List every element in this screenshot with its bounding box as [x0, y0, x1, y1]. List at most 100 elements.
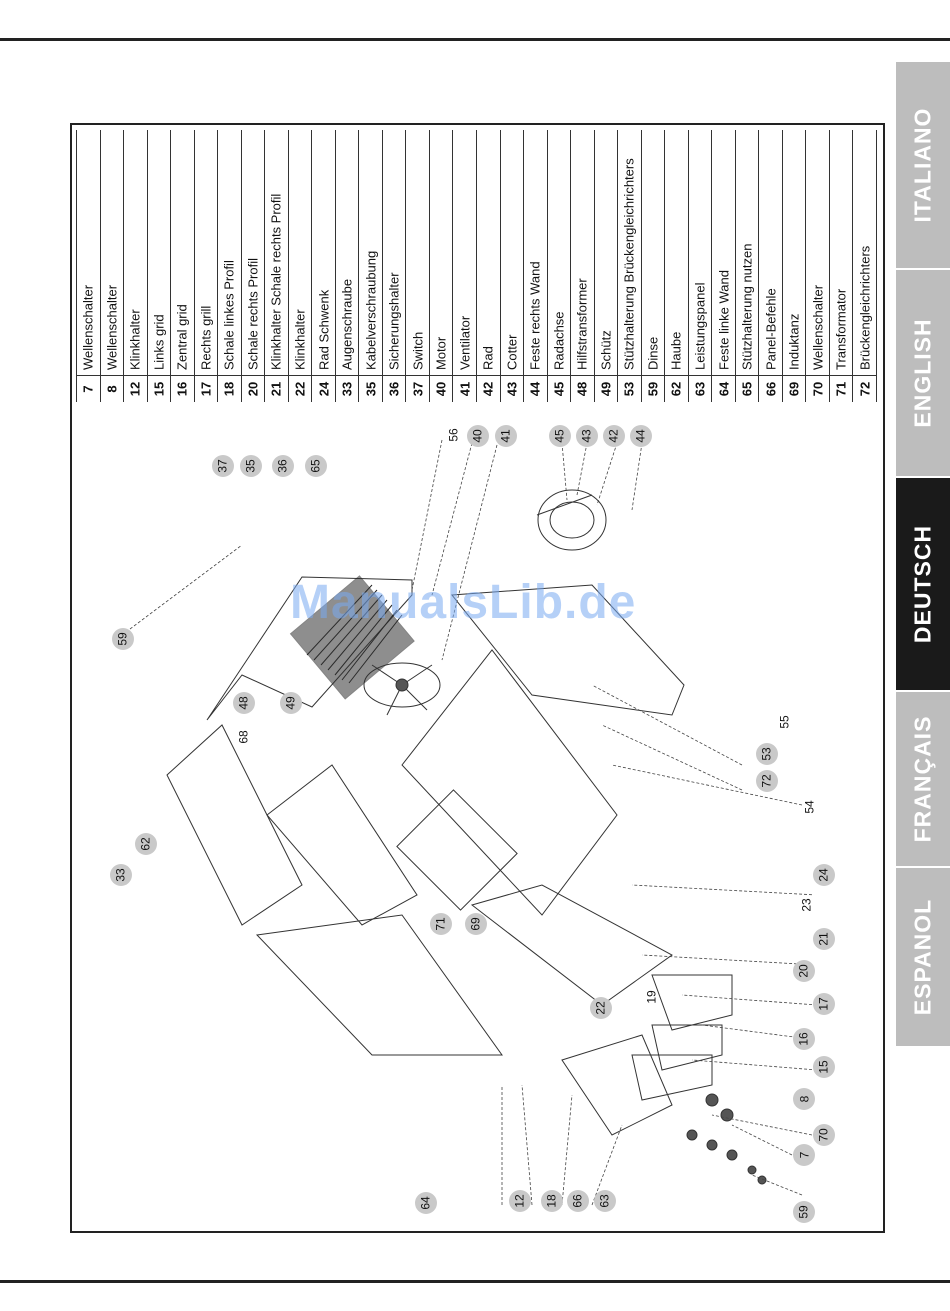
label-23: 23	[799, 898, 814, 912]
callout-44: 44	[630, 425, 652, 447]
part-number-cell: 37	[406, 375, 429, 402]
part-number-cell: 42	[477, 375, 500, 402]
transformer	[396, 789, 518, 911]
tab-label: DEUTSCH	[909, 524, 936, 644]
wheel	[536, 489, 607, 551]
callout-24: 24	[813, 864, 835, 886]
part-name: Transformator	[833, 288, 849, 370]
left-wall	[255, 914, 503, 1056]
callout-15: 15	[813, 1056, 835, 1078]
control-panel	[561, 1034, 673, 1136]
callout-49: 49	[280, 692, 302, 714]
callout-59-top: 59	[112, 628, 134, 650]
part-number-cell: 72	[853, 375, 876, 402]
callout-43: 43	[576, 425, 598, 447]
part-number-cell: 59	[641, 375, 665, 402]
right-wall	[451, 584, 685, 716]
fan	[363, 662, 441, 716]
callout-65: 65	[305, 455, 327, 477]
tab-deutsch[interactable]: DEUTSCH	[896, 478, 950, 690]
part-name: Brückengleichrichters	[857, 245, 873, 370]
callout-72: 72	[756, 770, 778, 792]
part-number-cell: 66	[759, 375, 782, 402]
part-number-cell: 8	[100, 375, 124, 402]
cover	[166, 724, 303, 926]
watermark: ManualsLib.de	[290, 576, 637, 629]
callout-12: 12	[509, 1190, 531, 1212]
part-name: Wellenschalter	[810, 284, 826, 370]
part-number-cell: 49	[594, 375, 618, 402]
callout-69: 69	[465, 913, 487, 935]
chassis	[401, 649, 618, 916]
part-number-cell: 17	[194, 375, 218, 402]
part-number-cell: 18	[218, 375, 241, 402]
label-68: 68	[236, 730, 251, 744]
part-number: 72	[857, 381, 873, 397]
part-number-cell: 33	[335, 375, 359, 402]
part-number-cell: 62	[665, 375, 688, 402]
part-number-cell: 65	[735, 375, 759, 402]
callout-48: 48	[233, 692, 255, 714]
callout-53: 53	[756, 743, 778, 765]
tab-label: ENGLISH	[909, 318, 936, 428]
diagram-frame	[70, 123, 885, 1233]
callout-45: 45	[549, 425, 571, 447]
part-number-cell: 69	[782, 375, 806, 402]
callout-17: 17	[813, 993, 835, 1015]
front-panel	[266, 764, 418, 926]
part-name-cell: Transformator	[830, 130, 853, 376]
callout-70: 70	[813, 1124, 835, 1146]
callout-33: 33	[110, 864, 132, 886]
part-number-cell: 22	[288, 375, 312, 402]
bottom-rule	[0, 1280, 950, 1283]
part-number-cell: 15	[147, 375, 171, 402]
label-19: 19	[644, 990, 659, 1004]
callout-71: 71	[430, 913, 452, 935]
tab-italiano[interactable]: ITALIANO	[896, 62, 950, 268]
callout-8: 8	[793, 1088, 815, 1110]
tab-francais[interactable]: FRANÇAIS	[896, 692, 950, 866]
part-number-cell: 45	[547, 375, 571, 402]
callout-22: 22	[590, 997, 612, 1019]
part-number-cell: 40	[429, 375, 453, 402]
callout-37: 37	[212, 455, 234, 477]
callout-41: 41	[495, 425, 517, 447]
label-54: 54	[802, 800, 817, 814]
part-number-cell: 24	[312, 375, 335, 402]
callout-62: 62	[135, 833, 157, 855]
part-number-cell: 43	[500, 375, 524, 402]
callout-21: 21	[813, 928, 835, 950]
tab-english[interactable]: ENGLISH	[896, 270, 950, 476]
part-number-cell: 20	[241, 375, 265, 402]
part-number-cell: 12	[124, 375, 147, 402]
part-name-cell: Brückengleichrichters	[853, 130, 876, 376]
part-number: 71	[833, 381, 849, 397]
tab-label: ITALIANO	[909, 107, 936, 223]
part-number-cell: 44	[524, 375, 547, 402]
rear-panel	[206, 576, 413, 721]
tab-espanol[interactable]: ESPANOL	[896, 868, 950, 1046]
callout-16: 16	[793, 1028, 815, 1050]
